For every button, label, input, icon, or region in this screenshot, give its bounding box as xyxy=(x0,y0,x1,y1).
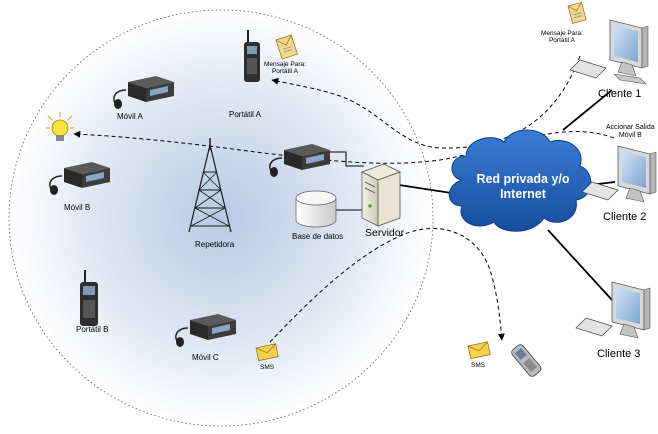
annotation-mensaje-para: Mensaje Para: Portátil A xyxy=(264,61,306,76)
monitor-icon xyxy=(575,281,651,339)
path-sms-movil-c xyxy=(269,227,505,343)
server-icon xyxy=(360,163,402,227)
label-servidor: Servidor xyxy=(365,227,405,239)
monitor-icon xyxy=(569,19,649,85)
handheld-radio-icon xyxy=(80,270,98,326)
mobile-radio-icon xyxy=(175,314,236,347)
envelope-message-icon xyxy=(567,1,587,24)
envelope-message-icon xyxy=(275,34,298,60)
mobile-radio-icon xyxy=(49,162,110,195)
annotation-accionar-line2: Móvil B xyxy=(618,132,642,140)
sms-envelope-icon xyxy=(467,341,491,360)
annotation-mensaje-top-line2: Portátil A xyxy=(548,37,575,45)
label-cliente-1: Cliente 1 xyxy=(598,88,642,100)
cloud-label-line1: Red privada y/o xyxy=(476,172,570,186)
label-repetidora: Repetidora xyxy=(195,240,235,249)
path-mensaje-portatil-a xyxy=(271,55,581,149)
label-portatil-b: Portátil B xyxy=(76,325,109,334)
coverage-area xyxy=(8,9,434,427)
light-bulb-icon xyxy=(46,112,74,141)
handheld-radio-icon xyxy=(244,30,260,82)
link-cloud-cliente1 xyxy=(562,89,613,131)
cloud-label: Red privada y/o Internet xyxy=(464,172,582,202)
mobile-radio-icon xyxy=(113,76,174,109)
cell-phone-icon xyxy=(511,344,542,377)
link-radio-server xyxy=(318,151,364,167)
annotation-mensaje-top-line1: Mensaje Para: xyxy=(541,30,583,37)
label-cliente-3: Cliente 3 xyxy=(597,348,641,360)
mobile-radio-icon xyxy=(269,144,330,177)
label-portatil-a: Portátil A xyxy=(229,110,262,119)
annotation-sms-left: SMS xyxy=(260,364,275,371)
cloud-label-line2: Internet xyxy=(500,187,546,201)
link-cloud-cliente3 xyxy=(547,229,613,301)
annotation-accionar-line1: Accionar Salida xyxy=(606,124,655,131)
annotation-mensaje-line2: Portátil A xyxy=(271,68,298,76)
label-movil-b: Móvil B xyxy=(64,203,91,212)
label-movil-c: Móvil C xyxy=(192,353,219,362)
annotation-accionar-salida: Accionar Salida Móvil B xyxy=(606,124,655,140)
label-movil-a: Móvil A xyxy=(117,112,143,121)
annotation-mensaje-line1: Mensaje Para: xyxy=(264,61,306,68)
sms-envelope-icon xyxy=(255,343,279,362)
tower-icon xyxy=(188,138,232,233)
annotation-sms-right: SMS xyxy=(471,362,486,369)
monitor-icon xyxy=(581,145,657,203)
label-base-de-datos: Base de datos xyxy=(292,232,344,241)
database-icon xyxy=(295,190,337,228)
label-cliente-2: Cliente 2 xyxy=(603,211,647,223)
link-server-cloud xyxy=(398,184,459,195)
annotation-mensaje-para-top: Mensaje Para: Portátil A xyxy=(541,30,583,45)
